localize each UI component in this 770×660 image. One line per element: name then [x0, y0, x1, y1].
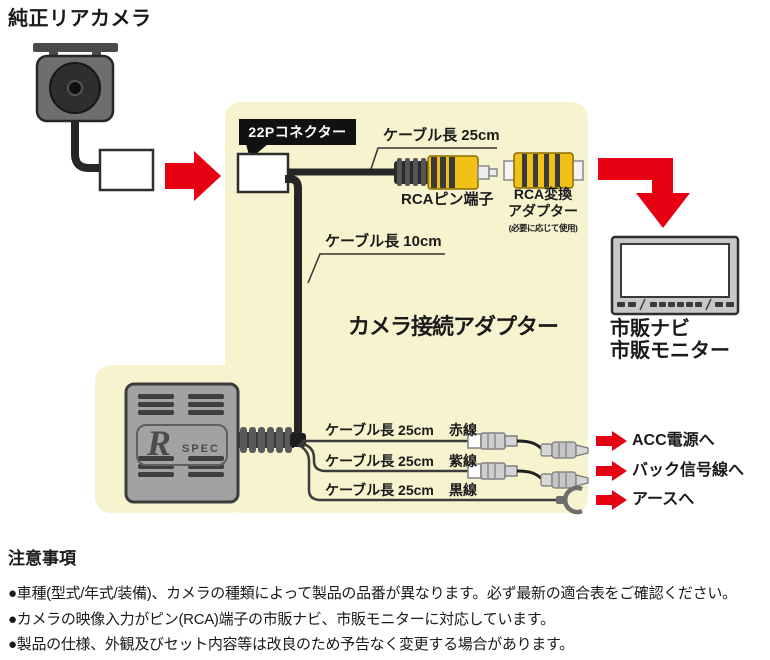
arrow-back-signal-icon [596, 461, 627, 481]
rca-pin-label: RCAピン端子 [401, 191, 494, 208]
rca-adapter-line2: アダプター [508, 203, 578, 219]
wire1-color-label: 赤線 [449, 422, 477, 438]
camera-connector-box [98, 148, 155, 192]
leader-line-10cm [307, 253, 445, 284]
wire2-color-label: 紫線 [449, 453, 477, 469]
arrow-acc-icon [596, 431, 627, 451]
notes-heading: 注意事項 [8, 549, 76, 568]
wire1-length-label: ケーブル長 25cm [325, 422, 434, 438]
monitor-label-line1: 市販ナビ [610, 318, 690, 340]
cable-length-10cm-label: ケーブル長 10cm [325, 233, 442, 250]
page-title: 純正リアカメラ [8, 8, 152, 30]
rca-adapter-line1: RCA変換 [513, 186, 573, 202]
rca-adapter-note: (必要に応じて使用) [508, 223, 578, 233]
cable-10cm [285, 175, 302, 437]
adapter-title: カメラ接続アダプター [348, 314, 559, 339]
leader-line-25cm [370, 147, 497, 170]
rspec-logo-r: R [147, 423, 172, 463]
connector-22p-box [236, 152, 290, 194]
rear-camera-icon [33, 43, 118, 123]
cable-length-25cm-label: ケーブル長 25cm [383, 127, 500, 144]
arrow-ground-icon [596, 490, 627, 510]
camera-cable [71, 121, 100, 172]
wire-purple [299, 441, 589, 489]
monitor-label-line2: 市販モニター [610, 340, 730, 362]
connector-22p-label: 22Pコネクター [239, 119, 356, 145]
wire-black [297, 443, 583, 515]
wire3-length-label: ケーブル長 25cm [325, 482, 434, 498]
diagram-graphics [33, 43, 740, 515]
rca-plug-icon [394, 155, 498, 190]
wire3-color-label: 黒線 [449, 482, 477, 498]
rspec-logo-spec: SPEC [182, 443, 220, 455]
dest-ground-label: アースへ [632, 491, 695, 508]
note-item-3: ●製品の仕様、外観及びセット内容等は改良のため予告なく変更する場合があります。 [8, 636, 574, 653]
arrow-down-icon [598, 158, 690, 228]
monitor-label: 市販ナビ 市販モニター [610, 318, 730, 362]
arrow-right-icon [165, 151, 221, 201]
wire-red [302, 432, 589, 459]
note-item-2: ●カメラの映像入力がピン(RCA)端子の市販ナビ、市販モニターに対応しています。 [8, 611, 555, 628]
wire2-length-label: ケーブル長 25cm [325, 453, 434, 469]
rca-adapter-label: RCA変換 アダプター (必要に応じて使用) [498, 186, 588, 237]
monitor-icon [610, 235, 740, 316]
note-item-1: ●車種(型式/年式/装備)、カメラの種類によって製品の品番が異なります。必ず最新… [8, 585, 737, 602]
dest-back-signal-label: バック信号線へ [632, 462, 745, 479]
rca-adapter-icon [503, 152, 584, 189]
dest-acc-label: ACC電源へ [632, 432, 715, 449]
